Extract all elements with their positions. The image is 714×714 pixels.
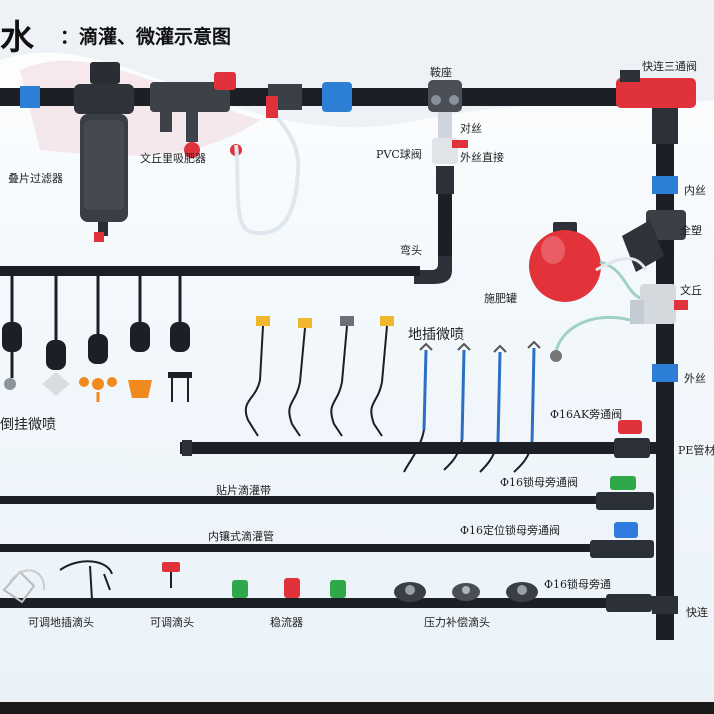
- pressure-compensating-dripper-icon: [394, 582, 426, 602]
- pressure-compensating-dripper-icon: [506, 582, 538, 602]
- quick-coupling: [652, 596, 678, 614]
- hanging-sprayer-icon: [2, 276, 22, 390]
- flow-regulator-icon: [232, 580, 248, 606]
- pipe-connector-blue: [20, 86, 40, 108]
- lateral-pipe-4: [0, 598, 610, 608]
- ground-sprayer-icon: [244, 316, 270, 437]
- hanging-sprayer-icon: [128, 276, 152, 398]
- quick-tee-valve-icon: [616, 70, 696, 144]
- flow-regulator-icon: [284, 578, 300, 606]
- drip-pipe: [0, 544, 596, 552]
- label-venturi-2: 文丘: [680, 284, 702, 297]
- label-adjustable-stake-dripper: 可调地插滴头: [28, 616, 94, 629]
- drop-pipe: [438, 194, 452, 258]
- pipe-connector-blue: [652, 364, 678, 382]
- label-lock-bypass-valve: Φ16锁母旁通阀: [500, 476, 579, 489]
- pvc-nipple: [438, 112, 452, 138]
- label-quick-tee-valve: 快连三通阀: [642, 60, 697, 73]
- label-saddle: 鞍座: [430, 66, 452, 79]
- hanging-sprayer-icon: [168, 276, 192, 402]
- ground-sprayer-icon: [288, 318, 312, 437]
- label-ground-sprayer: 地插微喷: [408, 327, 464, 343]
- label-pvc-ball-valve: PVC球阀: [376, 148, 422, 161]
- label-positioning-lock-valve: Φ16定位锁母旁通阀: [460, 524, 561, 537]
- hanging-sprayer-icon: [79, 276, 117, 402]
- flow-regulator-icon: [330, 580, 346, 606]
- label-female-thread: 内丝: [684, 184, 706, 197]
- adjustable-stake-dripper-icon: [2, 569, 46, 604]
- drip-tape: [0, 496, 600, 504]
- positioning-lock-bypass-valve-icon: [590, 522, 654, 558]
- saddle-icon: [428, 80, 462, 112]
- label-lock-bypass: Φ16锁母旁通: [544, 578, 612, 591]
- label-all-plastic: 全塑: [680, 224, 702, 237]
- venturi-injector-icon: [150, 72, 301, 236]
- pvc-ball-valve-icon: [432, 138, 458, 164]
- label-fertilizer-tank: 施肥罐: [484, 292, 517, 305]
- label-ak-bypass-valve: Φ16AK旁通阀: [550, 408, 623, 421]
- label-nipple: 对丝: [460, 122, 482, 135]
- pressure-compensating-dripper-icon: [452, 583, 480, 601]
- label-disc-filter: 叠片过滤器: [8, 172, 63, 185]
- page-title: ：滴灌、微灌示意图: [60, 26, 232, 48]
- label-hanging-sprayer: 倒挂微喷: [0, 417, 56, 433]
- lock-bypass-icon: [606, 594, 652, 612]
- valve-handle: [452, 140, 468, 148]
- venturi-injector-icon: [550, 284, 688, 362]
- end-cap: [182, 440, 192, 456]
- label-male-thread: 外丝: [684, 372, 706, 385]
- hanging-sprayer-icon: [42, 276, 70, 396]
- fertilizer-tank-icon: [529, 222, 651, 302]
- label-elbow: 弯头: [400, 244, 422, 257]
- title-char: 水: [0, 18, 34, 58]
- adjustable-stake-dripper-icon: [59, 560, 113, 601]
- plastic-filter-icon: [622, 210, 686, 272]
- adjustable-dripper-icon: [162, 562, 180, 588]
- lateral-pipe-1: [180, 442, 656, 454]
- label-adjustable-dripper: 可调滴头: [150, 616, 194, 629]
- sprayer-lateral-pipe: [0, 266, 420, 276]
- ground-sprayer-icon: [370, 316, 394, 437]
- pipe-connector-blue: [322, 82, 352, 112]
- male-adapter: [436, 166, 454, 194]
- lock-bypass-valve-icon: [596, 476, 654, 510]
- label-pressure-compensating-dripper: 压力补偿滴头: [424, 616, 490, 629]
- label-venturi: 文丘里吸肥器: [140, 152, 206, 165]
- label-pe-pipe: PE管材: [678, 444, 714, 457]
- elbow-icon: [414, 256, 452, 284]
- label-male-adapter: 外丝直接: [460, 151, 504, 164]
- ground-sprayer-icon: [330, 316, 354, 437]
- label-flow-regulator: 稳流器: [270, 616, 303, 629]
- ak-bypass-valve-icon: [614, 420, 650, 458]
- label-drip-tape: 贴片滴灌带: [216, 484, 271, 497]
- label-inline-drip-pipe: 内镶式滴灌管: [208, 530, 274, 543]
- label-quick-connect: 快连: [686, 606, 708, 619]
- disc-filter-icon: [74, 62, 134, 242]
- pipe-connector-blue: [652, 176, 678, 194]
- bottom-bar: [0, 702, 714, 714]
